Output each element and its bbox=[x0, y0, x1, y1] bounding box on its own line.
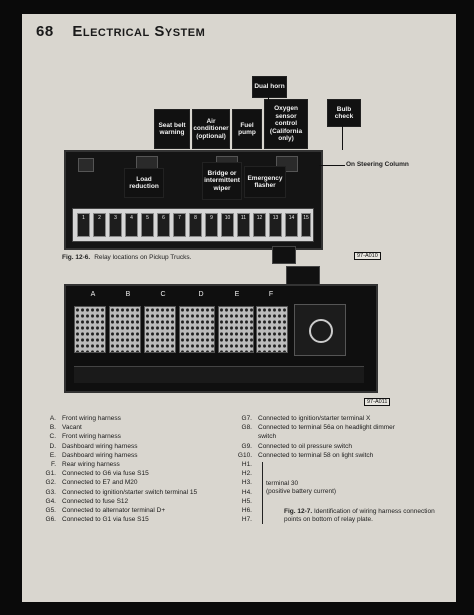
fuse-3: 3 bbox=[109, 213, 122, 237]
fuse-13: 13 bbox=[269, 213, 282, 237]
legend-right-column: G7.Connected to ignition/starter termina… bbox=[236, 414, 395, 524]
fuse-7: 7 bbox=[173, 213, 186, 237]
label-on-steering-column: On Steering Column bbox=[346, 161, 409, 168]
connector-label-c: C bbox=[160, 291, 166, 298]
legend-row: H3. bbox=[241, 479, 252, 487]
connector-label-a: A bbox=[90, 291, 96, 298]
fuse-10: 10 bbox=[221, 213, 234, 237]
relay-plate: A B C D E F bbox=[64, 284, 378, 393]
connector-c bbox=[144, 306, 176, 353]
fuse-9: 9 bbox=[205, 213, 218, 237]
figure-relay-locations: Dual horn Seat belt warning Air conditio… bbox=[62, 74, 437, 279]
page-header: 68 Electrical System bbox=[36, 23, 205, 40]
terminal-note-line1: terminal 30 bbox=[266, 480, 299, 487]
legend-row: G8.Connected to terminal 56a on headligh… bbox=[241, 424, 395, 432]
legend-row: H1. bbox=[241, 460, 252, 468]
label-oxygen-sensor-control: Oxygen sensor control (California only) bbox=[264, 99, 308, 149]
legend-row: A.Front wiring harness bbox=[49, 415, 121, 422]
legend-row: G1.Connected to G6 via fuse S15 bbox=[45, 470, 149, 478]
leader-line bbox=[319, 165, 345, 166]
caption-text: Identification of wiring harness connect… bbox=[284, 508, 435, 523]
fuse-5: 5 bbox=[141, 213, 154, 237]
legend-row: E.Dashboard wiring harness bbox=[49, 451, 138, 459]
fuse-1: 1 bbox=[77, 213, 90, 237]
fuse-6: 6 bbox=[157, 213, 170, 237]
connector-f bbox=[256, 306, 288, 353]
legend-row: G7.Connected to ignition/starter termina… bbox=[241, 415, 371, 422]
legend-row: H7. bbox=[241, 516, 252, 524]
connector-label-d: D bbox=[198, 291, 204, 298]
vw-logo-icon bbox=[309, 319, 333, 343]
leader-line bbox=[268, 96, 269, 116]
label-dual-horn: Dual horn bbox=[252, 76, 287, 98]
legend-row: H6. bbox=[241, 506, 252, 514]
legend-row: C.Front wiring harness bbox=[49, 433, 121, 441]
figure-ref-code: 97-A011 bbox=[364, 398, 391, 406]
figure-caption: Fig. 12-6.Relay locations on Pickup Truc… bbox=[62, 254, 191, 261]
label-bulb-check: Bulb check bbox=[327, 99, 361, 127]
legend-row: H4. bbox=[241, 488, 252, 496]
legend-row: D.Dashboard wiring harness bbox=[49, 442, 138, 450]
fuse-2: 2 bbox=[93, 213, 106, 237]
page-number: 68 bbox=[36, 23, 54, 40]
leader-line bbox=[342, 125, 343, 150]
connector-b bbox=[109, 306, 141, 353]
figure-ref-code: 97-A010 bbox=[354, 252, 381, 260]
connector-a bbox=[74, 306, 106, 353]
relay-slot bbox=[78, 158, 94, 172]
fuse-12: 12 bbox=[253, 213, 266, 237]
fuse-15: 15 bbox=[301, 213, 311, 237]
legend-row: G5.Connected to alternator terminal D+ bbox=[45, 506, 166, 514]
legend-row: G6.Connected to G1 via fuse S15 bbox=[45, 516, 149, 524]
label-emergency-flasher: Emergency flasher bbox=[244, 166, 286, 198]
legend-row: G3.Connected to ignition/starter switch … bbox=[45, 488, 198, 496]
fuse-4: 4 bbox=[125, 213, 138, 237]
terminal-bracket bbox=[258, 462, 263, 524]
legend-row: G4.Connected to fuse S12 bbox=[45, 497, 129, 505]
legend-row: switch bbox=[258, 433, 277, 441]
fuse-8: 8 bbox=[189, 213, 202, 237]
legend-row: G9.Connected to oil pressure switch bbox=[241, 442, 352, 450]
fuse-14: 14 bbox=[285, 213, 298, 237]
vw-label-plate bbox=[294, 304, 346, 356]
connector-label-b: B bbox=[125, 291, 131, 298]
caption-label: Fig. 12-7. bbox=[284, 508, 313, 515]
relay-panel: Load reduction Bridge or intermittent wi… bbox=[64, 150, 323, 250]
caption-text: Relay locations on Pickup Trucks. bbox=[94, 254, 192, 261]
plate-bottom-edge bbox=[74, 366, 364, 383]
mounting-tab bbox=[272, 246, 296, 264]
label-fuel-pump: Fuel pump bbox=[232, 109, 262, 149]
legend-row: G10.Connected to terminal 58 on light sw… bbox=[237, 451, 374, 459]
terminal-note-line2: (positive battery current) bbox=[266, 488, 337, 495]
connector-label-e: E bbox=[234, 291, 240, 298]
figure-relay-plate-bottom: A B C D E F 97-A011 bbox=[64, 266, 399, 406]
legend-left-column: A.Front wiring harness B.Vacant C.Front … bbox=[40, 414, 198, 524]
fuse-11: 11 bbox=[237, 213, 250, 237]
legend-row: H2. bbox=[241, 470, 252, 478]
legend-row: G2.Connected to E7 and M20 bbox=[45, 479, 138, 487]
legend-row: B.Vacant bbox=[49, 424, 82, 432]
connector-e bbox=[218, 306, 254, 353]
chapter-title: Electrical System bbox=[72, 23, 206, 40]
manual-page: 68 Electrical System Dual horn Seat belt… bbox=[22, 14, 456, 602]
label-load-reduction: Load reduction bbox=[124, 168, 164, 198]
fuse-strip: 1 2 3 4 5 6 7 8 9 10 11 12 13 14 15 bbox=[72, 208, 314, 242]
legend-row: F.Rear wiring harness bbox=[50, 460, 120, 468]
connector-d bbox=[179, 306, 215, 353]
label-air-conditioner: Air conditioner (optional) bbox=[192, 109, 230, 149]
caption-label: Fig. 12-6. bbox=[62, 254, 91, 261]
figure-caption: Fig. 12-7. Identification of wiring harn… bbox=[284, 508, 440, 524]
label-bridge-intermittent-wiper: Bridge or intermittent wiper bbox=[202, 162, 242, 200]
connector-label-f: F bbox=[268, 291, 274, 298]
legend-row: H5. bbox=[241, 497, 252, 505]
terminal-note: terminal 30 (positive battery current) bbox=[266, 480, 336, 496]
label-seat-belt-warning: Seat belt warning bbox=[154, 109, 190, 149]
